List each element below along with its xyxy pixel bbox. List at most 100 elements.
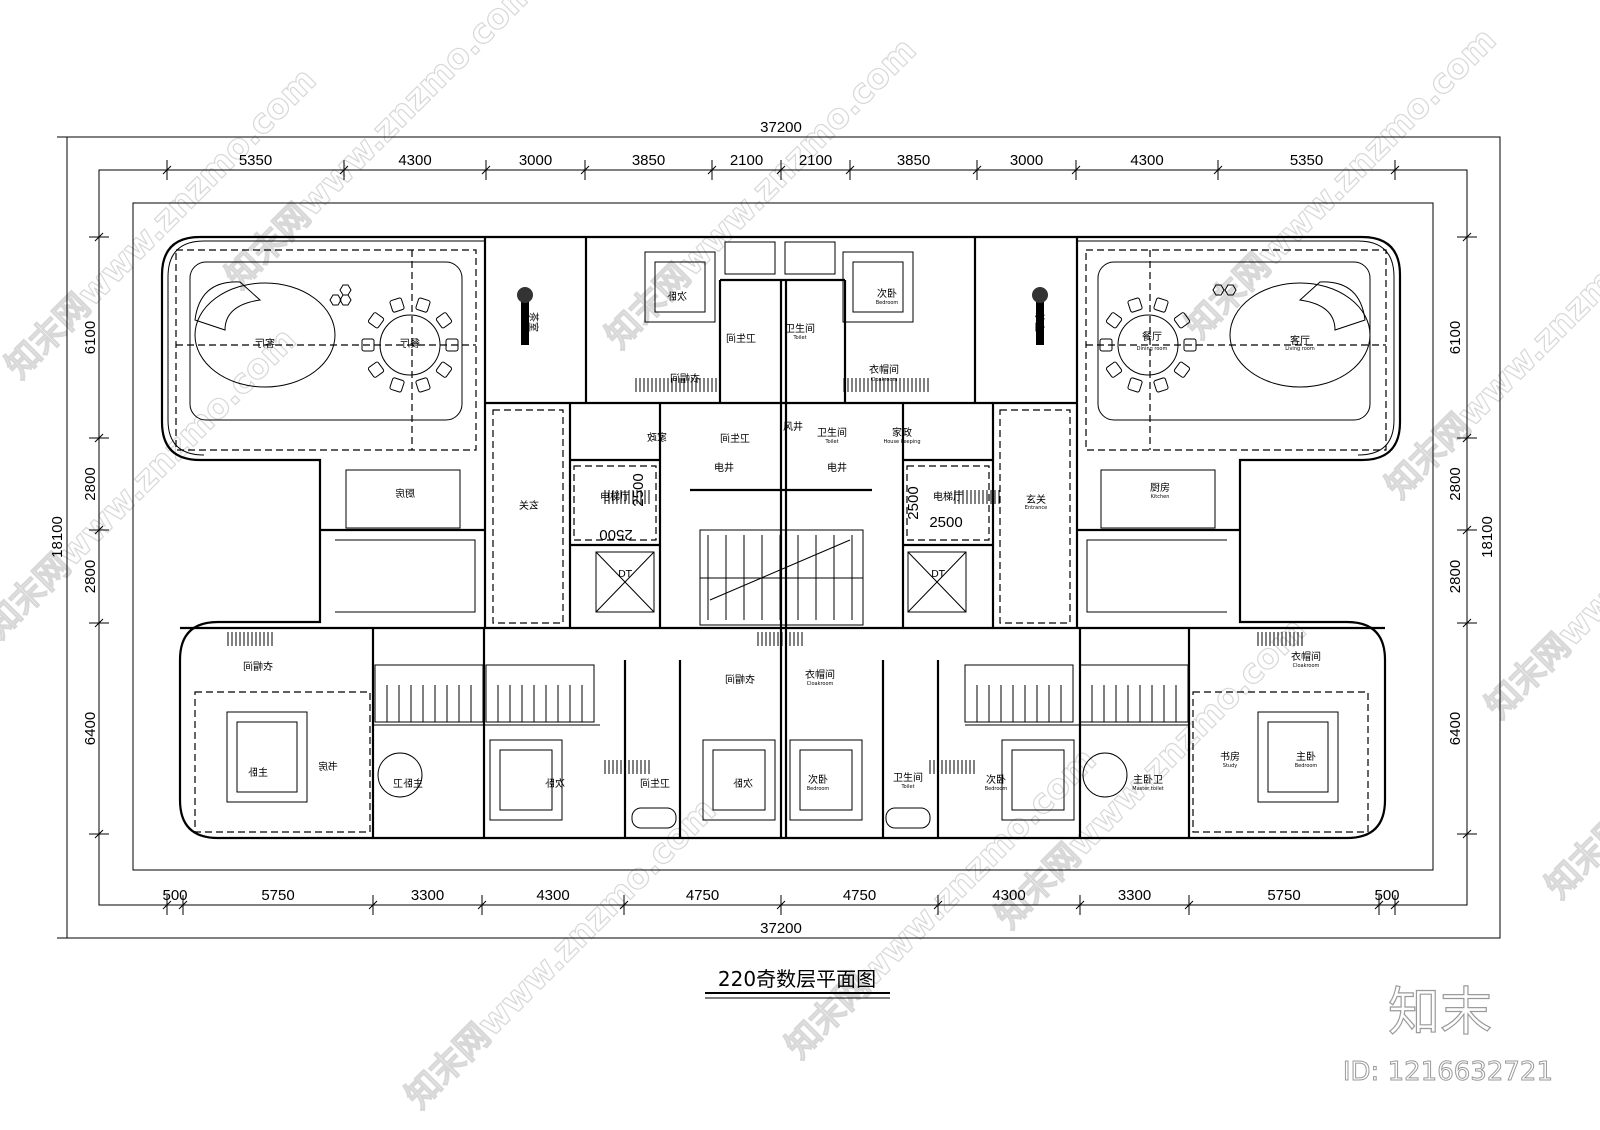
wardrobe: [929, 760, 975, 774]
dining-chair: [1153, 377, 1169, 393]
dimension-tick-slash: [1462, 829, 1472, 839]
label-housekeeping-left: 家政: [647, 431, 667, 444]
dimension-label: 4750: [843, 887, 876, 904]
bed: [852, 261, 904, 313]
dimension-label: 3300: [411, 887, 444, 904]
dimension-label: 6400: [82, 712, 99, 745]
dim-overall-left: 18100: [49, 516, 66, 558]
lobby-dim-width-right: 2500: [929, 514, 962, 531]
label-mtoilet-right-en: Master toilet: [1132, 786, 1164, 792]
label-lobby-left: 电梯厅: [600, 490, 630, 503]
label-elec-right: 电井: [827, 461, 847, 474]
lobby-dim-width-left: 2500: [599, 526, 632, 543]
dimension-label: 3850: [897, 152, 930, 169]
label-entrance-right: 玄关: [1026, 493, 1046, 506]
room-labels: 客厅 餐厅 茶室 厨房 玄关 电梯厅 DT 家政 卫生间 电井 风井 次卧 卫生…: [243, 287, 1321, 792]
bed-rug: [226, 711, 308, 803]
dimension-tick-slash: [368, 900, 378, 910]
dining-chair: [389, 297, 405, 313]
dining-table: [379, 314, 441, 376]
dimension-tick-slash: [1213, 165, 1223, 175]
label-bed-b2: 次卧: [733, 777, 753, 790]
label-bedroom-top-right: 次卧: [877, 287, 897, 300]
walls: [160, 235, 1402, 840]
wardrobe: [757, 632, 803, 646]
label-dining-left: 餐厅: [400, 337, 420, 350]
dimension-tick-slash: [1462, 433, 1472, 443]
label-living-left: 客厅: [255, 337, 275, 350]
dining-chair: [1153, 297, 1169, 313]
dining-chair: [1105, 361, 1123, 378]
stairs: [374, 529, 1189, 723]
side-table: [329, 294, 342, 306]
dining-chair: [435, 361, 453, 378]
label-living-right: 客厅: [1290, 334, 1310, 347]
dimension-label: 5350: [239, 152, 272, 169]
label-cloak-b1: 衣帽间: [725, 673, 755, 686]
dining-chair: [367, 361, 385, 378]
label-bed-b4: 次卧: [986, 773, 1006, 786]
watermark: 知末网www.znzmo.com: [1178, 20, 1504, 346]
dining-chair: [389, 377, 405, 393]
dimension-tick-slash: [94, 525, 104, 535]
stair: [964, 664, 1074, 723]
living-rug: [194, 282, 336, 388]
bed-rug: [644, 251, 716, 323]
label-toilet-top-right: 卫生间: [785, 322, 815, 335]
dimension-tick-slash: [94, 618, 104, 628]
bed-rug: [702, 739, 776, 821]
wardrobe: [954, 490, 1000, 504]
dimension-label: 3850: [632, 152, 665, 169]
dim-overall-top: 37200: [760, 119, 802, 136]
dimension-label: 6100: [82, 321, 99, 354]
dining-chair: [1099, 338, 1113, 352]
sofa: [1298, 281, 1366, 331]
lobby-dim-depth-left: 2500: [630, 473, 647, 506]
stair: [1079, 664, 1189, 723]
inner-frame: [132, 202, 1434, 871]
dimension-label: 5350: [1290, 152, 1323, 169]
label-kitchen-right: 厨房: [1150, 481, 1170, 494]
window-bay: [724, 241, 776, 275]
label-entrance-right-en: Entrance: [1025, 505, 1047, 511]
dimension-tick-slash: [94, 433, 104, 443]
label-master-right-en: Bedroom: [1295, 763, 1318, 769]
dimension-label: 4750: [686, 887, 719, 904]
label-cloak-top-left: 衣帽间: [670, 372, 700, 385]
dimension-label: 2800: [1447, 560, 1464, 593]
dining-chair: [1105, 312, 1123, 329]
label-toilet-top-right-en: Toilet: [792, 335, 806, 341]
label-dining-right: 餐厅: [1142, 330, 1162, 343]
label-study-right-en: Study: [1223, 763, 1237, 769]
bed-rug: [1257, 711, 1339, 803]
label-entrance-left: 玄关: [519, 499, 539, 512]
dimension-label: 3000: [519, 152, 552, 169]
side-table: [1224, 284, 1237, 296]
label-cloak-br: 衣帽间: [1291, 650, 1321, 663]
id-label: ID: 1216632721: [1343, 1057, 1553, 1087]
dining-chair: [367, 312, 385, 329]
label-tea-left: 茶室: [527, 312, 540, 332]
label-air-shaft: 风井: [783, 420, 803, 433]
dimension-tick-slash: [94, 232, 104, 242]
dimension-tick-slash: [1075, 900, 1085, 910]
dimension-label: 2800: [82, 560, 99, 593]
dimension-label: 6100: [1447, 321, 1464, 354]
label-cloak-bl: 衣帽间: [243, 660, 273, 673]
label-bed-b1: 次卧: [545, 777, 565, 790]
living-rug: [1229, 282, 1371, 388]
bed-rug: [789, 739, 863, 821]
dimension-tick-slash: [845, 165, 855, 175]
label-living-right-en: Living room: [1285, 346, 1315, 352]
label-housekeeping-right-en: House keeping: [883, 439, 920, 445]
dining-chair: [415, 297, 431, 313]
label-housekeeping-right: 家政: [892, 426, 912, 439]
label-bed-b4-en: Bedroom: [985, 786, 1008, 792]
wardrobe: [604, 490, 650, 504]
dimension-tick-slash: [1462, 232, 1472, 242]
lobby-dim-depth-right: 2500: [905, 486, 922, 519]
dimension-tick-slash: [162, 900, 172, 910]
dimension-tick-slash: [776, 165, 786, 175]
dimension-tick-slash: [1184, 900, 1194, 910]
bed: [712, 749, 766, 811]
